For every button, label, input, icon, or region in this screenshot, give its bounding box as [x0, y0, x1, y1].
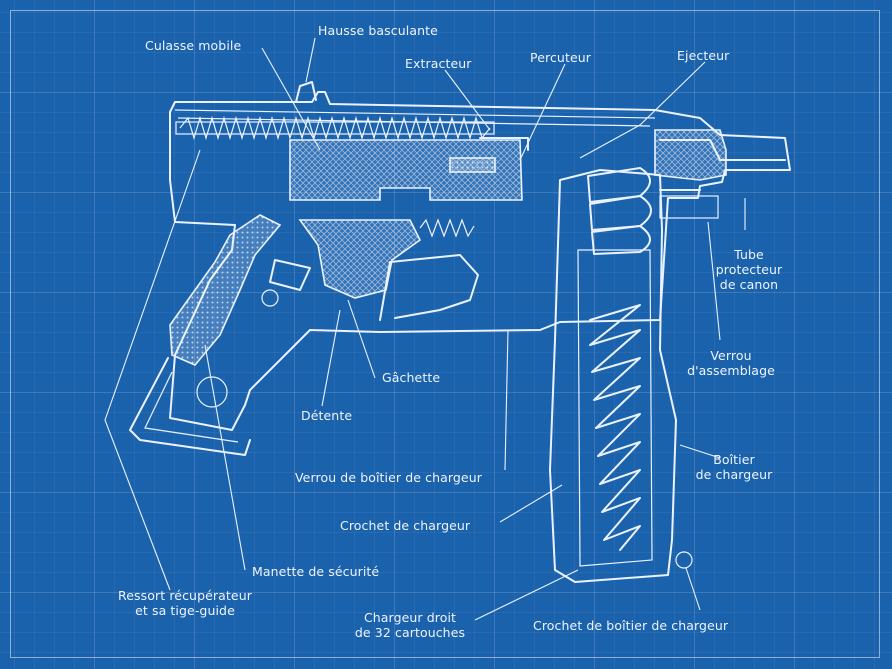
grip-hatch — [169, 214, 282, 366]
magazine-spring — [589, 304, 641, 551]
label-tube-line-1: Tube — [734, 247, 764, 262]
label-verrou-line-1: Verrou — [710, 348, 752, 363]
leader-gachette — [347, 299, 376, 379]
label-tube-protecteur: Tube protecteur de canon — [710, 247, 788, 292]
barrel-lock — [659, 195, 719, 219]
label-crochet-chargeur: Crochet de chargeur — [340, 518, 471, 533]
recoil-spring — [179, 115, 491, 141]
label-chargeur-droit: Chargeur droit de 32 cartouches — [340, 610, 480, 640]
spring-guide — [175, 121, 495, 135]
label-detente: Détente — [301, 408, 353, 423]
cartridge-3 — [591, 225, 651, 255]
leader-percuteur — [519, 63, 566, 161]
magazine — [577, 249, 653, 567]
leader-verrou-boitier — [504, 329, 509, 471]
label-verrou-boitier: Verrou de boîtier de chargeur — [295, 470, 482, 485]
label-boitier-line-2: de chargeur — [695, 467, 773, 482]
label-chargeur-line-1: Chargeur droit — [363, 610, 457, 625]
leader-hausse — [305, 37, 316, 83]
label-extracteur: Extracteur — [405, 56, 472, 71]
leader-culasse — [261, 47, 321, 151]
magazine-catch-screw — [675, 551, 693, 569]
bolt — [289, 139, 523, 201]
leader-crochet — [499, 484, 563, 523]
leader-ressort — [104, 149, 201, 591]
rear-sight — [295, 81, 317, 103]
grip-screw — [261, 289, 279, 307]
stock-wire — [129, 357, 251, 456]
label-percuteur: Percuteur — [530, 50, 591, 65]
leader-manette — [204, 344, 246, 571]
label-gachette: Gâchette — [382, 370, 441, 385]
trigger-guard — [379, 254, 479, 321]
label-ressort-line-1: Ressort récupérateur — [118, 588, 252, 603]
extractor — [479, 137, 529, 151]
sear — [298, 219, 422, 299]
leader-chargeur — [474, 569, 579, 621]
leader-ejecteur — [579, 61, 706, 159]
label-boitier-line-1: Boîtier — [713, 452, 755, 467]
label-ressort-line-2: et sa tige-guide — [135, 603, 235, 618]
leader-crochet-boitier — [685, 567, 701, 611]
stock-wire-2 — [144, 371, 239, 443]
label-hausse-basculante: Hausse basculante — [318, 23, 438, 38]
leader-boitier — [679, 444, 721, 459]
firing-pin — [449, 157, 496, 173]
label-ressort-recuperateur: Ressort récupérateur et sa tige-guide — [110, 588, 260, 618]
pistol-grip-hole — [196, 376, 228, 408]
label-culasse-mobile: Culasse mobile — [145, 38, 242, 53]
label-crochet-boitier: Crochet de boîtier de chargeur — [533, 618, 729, 633]
leader-verrou-assemblage — [707, 221, 721, 341]
label-verrou-line-2: d'assemblage — [687, 363, 775, 378]
leader-detente — [321, 309, 341, 407]
safety-lever — [269, 259, 311, 291]
label-tube-line-3: de canon — [719, 277, 779, 292]
label-ejecteur: Ejecteur — [677, 48, 730, 63]
leader-extracteur — [444, 69, 491, 131]
trigger-spring — [419, 218, 475, 238]
receiver-top-line — [174, 109, 656, 119]
label-chargeur-line-2: de 32 cartouches — [354, 625, 466, 640]
barrel-mount — [654, 129, 727, 181]
blueprint-frame — [10, 10, 880, 658]
label-boitier-chargeur: Boîtier de chargeur — [690, 452, 778, 482]
label-manette-securite: Manette de sécurité — [252, 564, 380, 579]
label-tube-line-2: protecteur — [715, 262, 783, 277]
label-verrou-assemblage: Verrou d'assemblage — [672, 348, 790, 378]
magazine-housing — [549, 169, 677, 583]
